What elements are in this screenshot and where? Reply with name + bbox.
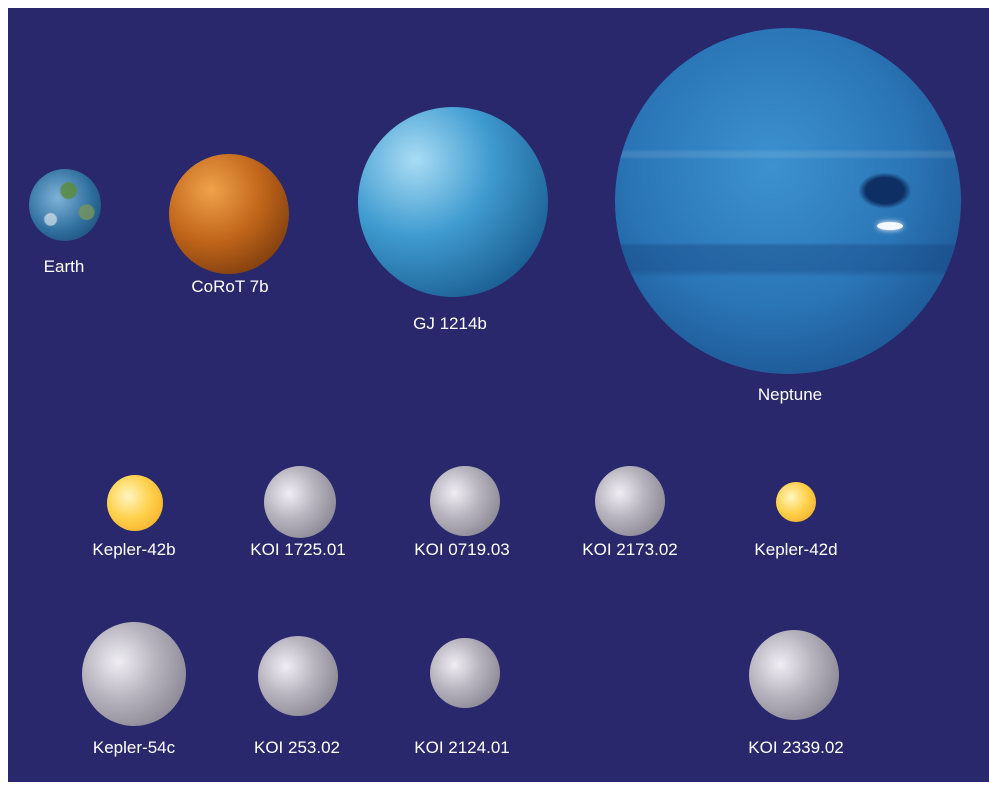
gj-1214b-planet [358, 107, 548, 297]
koi-1725-01-planet [264, 466, 336, 538]
kepler-42d-label: Kepler-42d [754, 540, 838, 559]
kepler-54c-planet [82, 622, 186, 726]
koi-2339-02-planet [749, 630, 839, 720]
earth-planet [29, 169, 101, 241]
neptune-white-spot [877, 222, 903, 230]
koi-2124-01-label: KOI 2124.01 [414, 738, 510, 757]
koi-0719-03-planet [430, 466, 500, 536]
koi-2339-02-label: KOI 2339.02 [748, 738, 844, 757]
neptune-label: Neptune [757, 385, 823, 404]
koi-253-02-label: KOI 253.02 [253, 738, 341, 757]
koi-2173-02-planet [595, 466, 665, 536]
gj-1214b-label: GJ 1214b [413, 314, 487, 333]
koi-2124-01-planet [430, 638, 500, 708]
earth-label: Earth [43, 257, 85, 276]
koi-253-02-planet [258, 636, 338, 716]
corot-7b-label: CoRoT 7b [191, 277, 269, 296]
kepler-42b-planet [107, 475, 163, 531]
neptune-planet [615, 28, 961, 374]
kepler-42d-planet [776, 482, 816, 522]
kepler-54c-label: Kepler-54c [92, 738, 176, 757]
kepler-42b-label: Kepler-42b [92, 540, 176, 559]
koi-2173-02-label: KOI 2173.02 [582, 540, 678, 559]
koi-0719-03-label: KOI 0719.03 [414, 540, 510, 559]
corot-7b-planet [169, 154, 289, 274]
koi-1725-01-label: KOI 1725.01 [250, 540, 346, 559]
